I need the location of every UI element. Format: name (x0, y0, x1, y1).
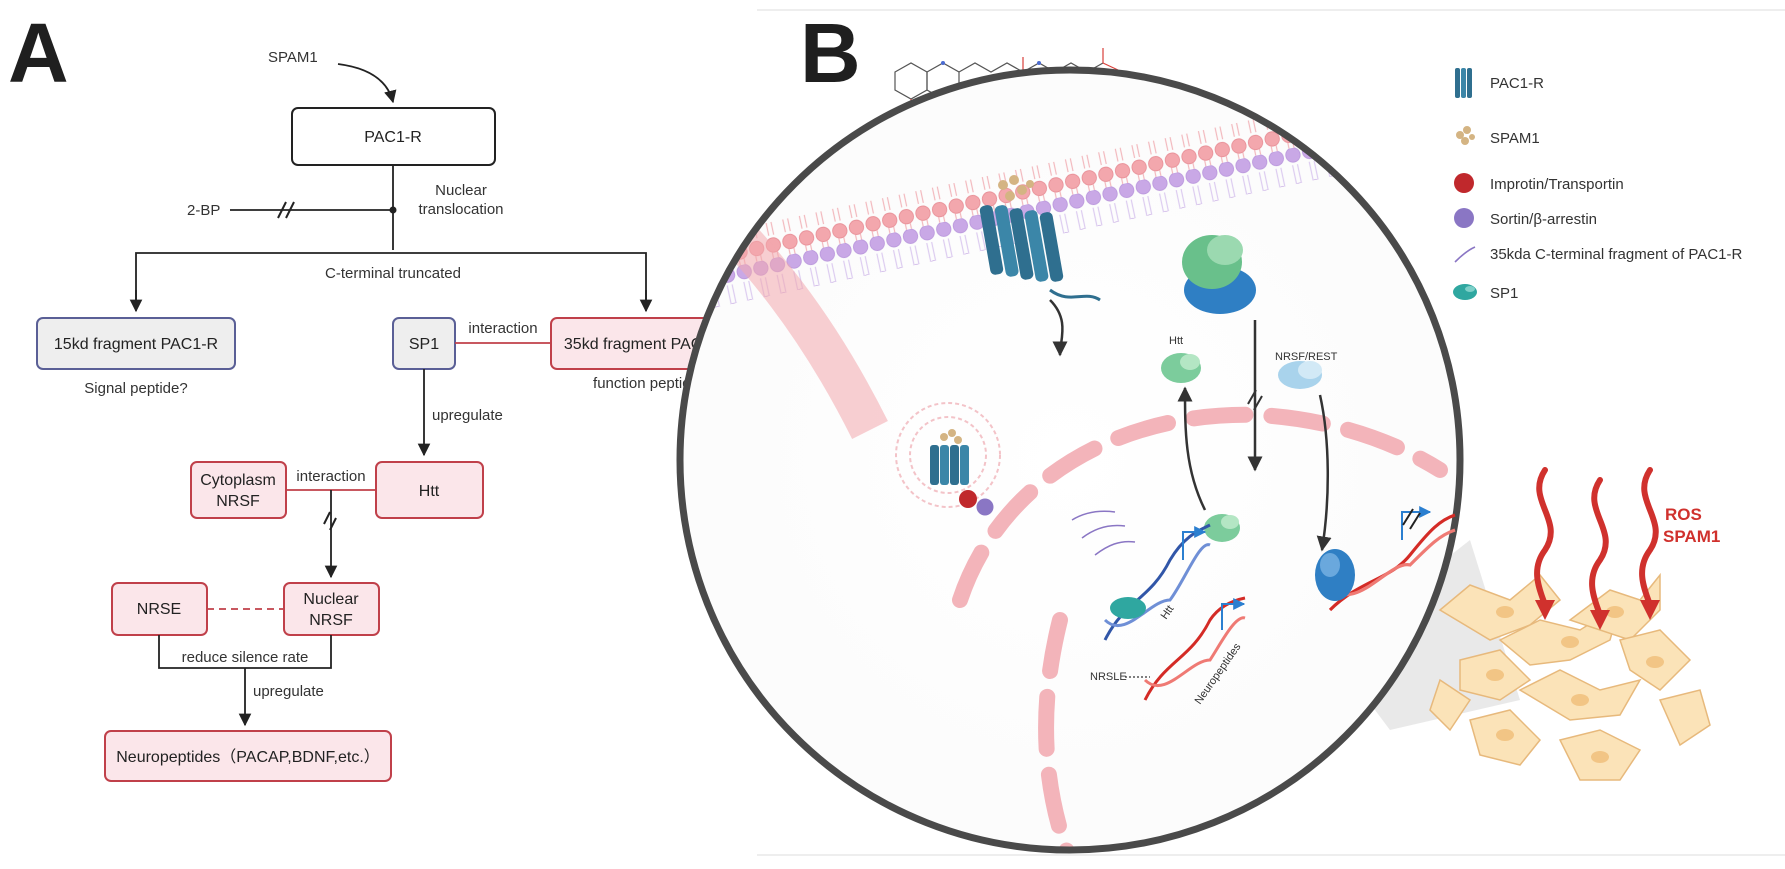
upregulate-2-label: upregulate (253, 683, 324, 700)
spam1-arrow (337, 63, 397, 104)
signal-peptide-label: Signal peptide? (84, 380, 187, 397)
htt-label: Htt (419, 483, 440, 500)
nrsle-label: NRSLE (1090, 671, 1127, 683)
cell-cluster (1429, 572, 1711, 781)
frag15-box (36, 317, 236, 370)
sp1-protein (1110, 597, 1146, 619)
panel-a-letter: A (8, 6, 69, 100)
sp1-label: SP1 (409, 336, 439, 353)
pac1r-label: PAC1-R (364, 129, 422, 146)
nrsf-rest-label: NRSF/REST (1275, 351, 1338, 363)
inhibition-mark (277, 201, 295, 219)
cell-zoom-border (676, 66, 1464, 854)
neuropeptides-label: Neuropeptides（PACAP,BDNF,etc.） (116, 748, 380, 766)
nrsf-inhibition-mark (1247, 389, 1263, 411)
transcription-block-mark (1402, 508, 1421, 530)
split-bracket (135, 252, 647, 310)
fragment-curve-2 (1081, 524, 1126, 539)
reduce-silence-label: reduce silence rate (182, 649, 309, 666)
legend: PAC1-R SPAM1 Improtin/Transportin Sortin… (1453, 68, 1742, 302)
sortin-sphere (976, 498, 994, 516)
ros-arrow-heads (1535, 600, 1660, 630)
htt-top-label: Htt (1169, 335, 1183, 347)
fragment-curve-1 (1071, 510, 1116, 521)
legend-red-sphere-icon (1454, 173, 1474, 193)
frag35-label: 35kd fragment PAC1-R (564, 336, 728, 353)
legend-label-1: SPAM1 (1490, 130, 1540, 147)
nuclear-translocation-line2: translocation (418, 201, 503, 218)
legend-fragment-line-icon (1454, 246, 1476, 263)
legend-label-3: Sortin/β-arrestin (1490, 211, 1597, 228)
neuropeptides-dna-helix (1143, 596, 1246, 701)
nuclear-nrsf-line1: Nuclear (303, 591, 359, 608)
endosome-ring-outer (895, 402, 1001, 508)
legend-spam1-molecule-icon (1456, 126, 1475, 145)
htt-export-arrow (1177, 386, 1207, 511)
htt-protein-nucleus (1204, 514, 1240, 542)
panel-b-letter: B (800, 6, 861, 100)
cytoplasm-nrsf-line2: NRSF (216, 493, 260, 510)
two-bp-label: 2-BP (187, 202, 220, 219)
fragment-curve-3 (1094, 540, 1136, 556)
internalized-pac1r (930, 429, 969, 485)
legend-label-5: SP1 (1490, 285, 1518, 302)
internalization-arrow (1049, 299, 1068, 357)
neuropeptides-transcription-arrow (1221, 598, 1246, 630)
interaction-1-label: interaction (468, 320, 537, 337)
inhibition-mark-2 (323, 511, 337, 531)
junction-dot (389, 206, 397, 214)
repressed-transcription-arrow (1401, 506, 1432, 540)
legend-receptor-icon (1455, 68, 1472, 98)
panel-b: B (676, 6, 1785, 856)
nrsf-to-dna-arrow (1316, 394, 1332, 552)
panel-a: A SPAM1 PAC1-R 2-BP Nuclear translocatio… (8, 6, 742, 782)
pac1r-membrane-receptor (979, 205, 1101, 302)
function-peptide-label: function peptide (593, 375, 699, 392)
ros-spam1-label: SPAM1 (1663, 527, 1720, 546)
htt-transcription-arrow (1182, 526, 1207, 560)
interaction-2-label: interaction (296, 468, 365, 485)
nrsf-complex-protein (1182, 235, 1256, 314)
nrse-label: NRSE (137, 601, 181, 618)
legend-label-4: 35kda C-terminal fragment of PAC1-R (1490, 246, 1742, 263)
upregulate-1-label: upregulate (432, 407, 503, 424)
htt-box (375, 461, 484, 519)
htt-protein-top (1161, 353, 1201, 383)
nrsf-bound-protein (1315, 549, 1355, 601)
nuclear-nrsf-line2: NRSF (309, 612, 353, 629)
legend-purple-sphere-icon (1454, 208, 1474, 228)
legend-sp1-icon (1453, 284, 1477, 300)
ros-label: ROS (1665, 505, 1702, 524)
legend-label-2: Improtin/Transportin (1490, 176, 1624, 193)
spam1-bound-molecule (998, 175, 1034, 201)
cell-nuclei (1486, 606, 1664, 763)
spam1-label: SPAM1 (268, 49, 318, 66)
frag15-label: 15kd fragment PAC1-R (54, 336, 218, 353)
repressed-dna-helix (1328, 513, 1456, 612)
legend-label-0: PAC1-R (1490, 75, 1544, 92)
ros-wavy-arrows (1534, 467, 1659, 618)
nrsf-rest-protein (1278, 361, 1322, 389)
endosome-ring-inner (909, 416, 987, 494)
nuclear-envelope (952, 406, 1448, 608)
neuropeptides-box (104, 730, 392, 782)
c-terminal-label: C-terminal truncated (325, 265, 461, 282)
improtin-sphere (959, 490, 977, 508)
nuclear-translocation-line1: Nuclear (435, 182, 487, 199)
cytoplasm-nrsf-line1: Cytoplasm (200, 472, 276, 489)
